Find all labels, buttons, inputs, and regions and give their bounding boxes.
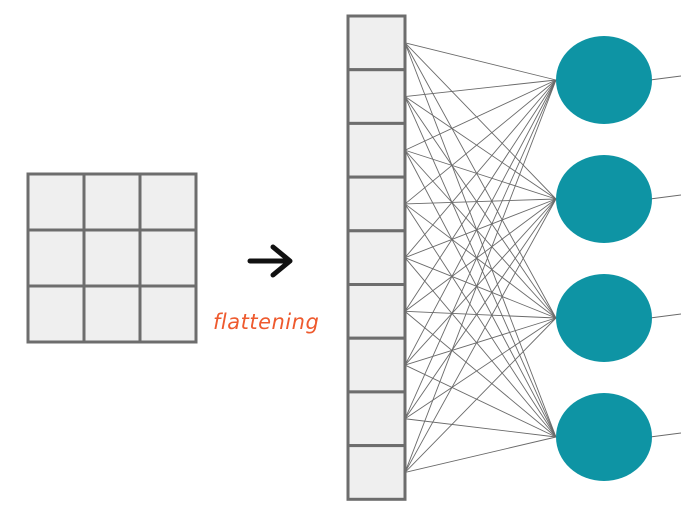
connection-line <box>404 79 557 258</box>
grid-cell <box>82 172 142 232</box>
connection-line <box>404 310 557 319</box>
connection-line <box>404 79 557 419</box>
connection-line <box>404 436 557 473</box>
connection-line <box>404 149 557 319</box>
neuron <box>556 36 652 124</box>
flattened-vector <box>346 14 407 501</box>
vector-cell <box>346 229 407 287</box>
vector-cell <box>346 444 407 501</box>
connection-line <box>404 198 557 366</box>
output-stub <box>649 194 681 200</box>
connection-line <box>404 150 557 438</box>
connection-line <box>404 317 557 366</box>
connection-line <box>404 203 557 438</box>
vector-cell <box>346 336 407 394</box>
vector-cell <box>346 283 407 340</box>
flattening-label: flattening <box>213 310 319 334</box>
vector-cell <box>346 121 407 179</box>
connection-line <box>404 149 557 200</box>
connection-lines <box>404 42 681 473</box>
neuron <box>556 155 652 243</box>
connection-line <box>404 42 557 319</box>
input-grid-3x3 <box>26 172 198 344</box>
grid-cell <box>26 228 86 288</box>
connection-line <box>404 198 557 473</box>
connection-line <box>404 79 557 205</box>
grid-cell <box>26 172 86 232</box>
connection-line <box>404 364 557 438</box>
connection-line <box>404 418 557 438</box>
connection-line <box>404 79 557 366</box>
neuron <box>556 393 652 481</box>
connection-line <box>404 198 557 259</box>
connection-line <box>404 198 557 205</box>
grid-cell <box>138 228 198 288</box>
connection-line <box>404 96 557 200</box>
grid-cell <box>82 228 142 288</box>
connection-line <box>404 317 557 420</box>
neuron <box>556 274 652 362</box>
vector-cell <box>346 390 407 448</box>
grid-cell <box>82 284 142 344</box>
vector-cell <box>346 175 407 233</box>
connection-line <box>404 96 557 438</box>
dense-layer-neurons <box>556 36 652 481</box>
connection-line <box>404 198 557 312</box>
vector-cell <box>346 14 407 72</box>
connection-line <box>404 96 557 319</box>
connection-line <box>404 257 557 438</box>
output-stub <box>649 75 681 81</box>
grid-cell <box>26 284 86 344</box>
connection-line <box>404 198 557 420</box>
connection-line <box>404 79 557 151</box>
connection-line <box>404 257 557 319</box>
connection-line <box>404 317 557 473</box>
vector-cell <box>346 68 407 125</box>
arrow-icon <box>247 244 293 278</box>
connection-line <box>404 79 557 473</box>
grid-cell <box>138 172 198 232</box>
output-stub <box>649 313 681 319</box>
connection-line <box>404 42 557 200</box>
connection-line <box>404 79 557 97</box>
connection-line <box>404 42 557 81</box>
connection-line <box>404 42 557 438</box>
connection-line <box>404 203 557 319</box>
output-stub <box>649 432 681 438</box>
connection-line <box>404 311 557 438</box>
grid-cell <box>138 284 198 344</box>
connection-line <box>404 79 557 312</box>
